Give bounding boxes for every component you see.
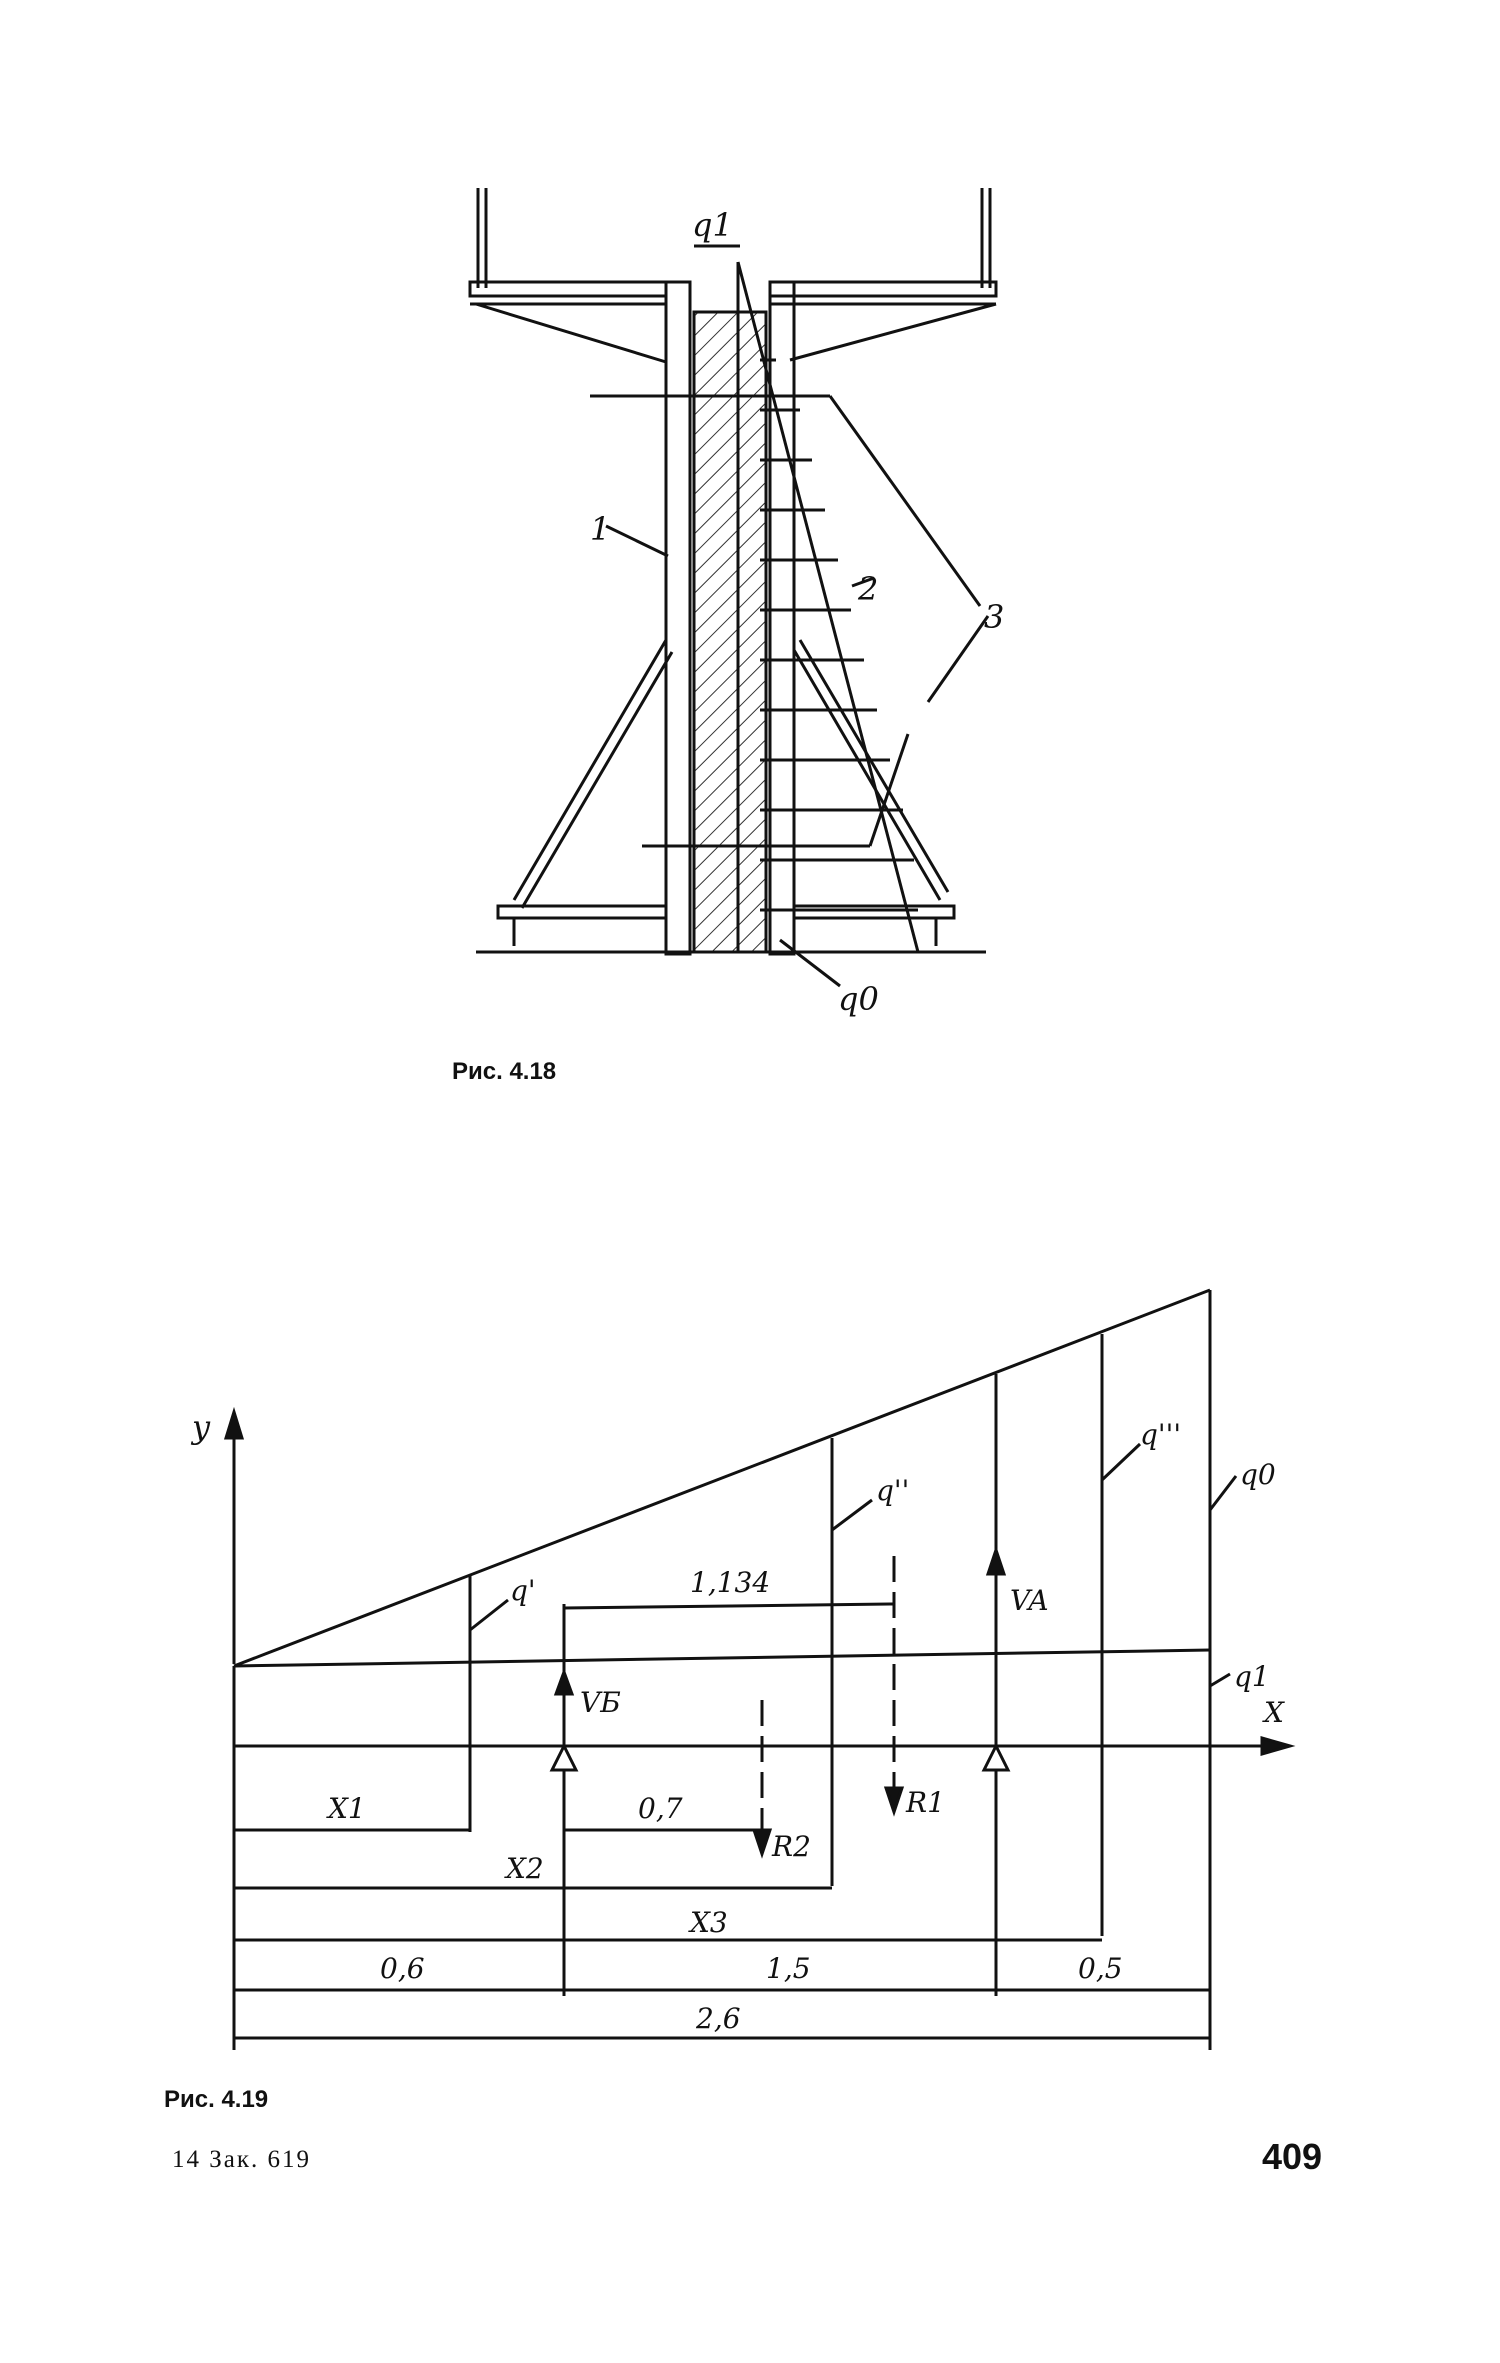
label-q1: q1	[1234, 1660, 1270, 1693]
label-VA: VA	[1010, 1584, 1049, 1617]
dim-0-6: 0,6	[380, 1952, 425, 1985]
dim-0-5: 0,5	[1078, 1952, 1123, 1985]
load-diagram	[223, 1288, 1296, 2050]
label-q0: q0	[1240, 1458, 1276, 1491]
figure-4-19: y X q' q'' q''' q0 q1 VA VБ R1 R2 1,134 …	[190, 1288, 1296, 2050]
label-x: X	[1262, 1696, 1285, 1729]
dim-1-5: 1,5	[766, 1952, 811, 1985]
label-R2: R2	[771, 1830, 811, 1863]
label-VB: VБ	[580, 1686, 621, 1719]
dim-1-134: 1,134	[690, 1566, 770, 1599]
label-q0: q0	[838, 980, 879, 1018]
label-q-prime: q'	[510, 1574, 536, 1607]
footer-order-number: 14 Зак. 619	[172, 2146, 312, 2173]
dim-x1: X1	[326, 1792, 366, 1825]
page-number: 409	[1262, 2136, 1323, 2177]
caption-fig-4-19: Рис. 4.19	[164, 2086, 269, 2113]
label-y: y	[190, 1408, 211, 1446]
label-R1: R1	[905, 1786, 945, 1819]
label-1: 1	[590, 510, 610, 548]
dim-0-7: 0,7	[638, 1792, 683, 1825]
label-q-triple-prime: q'''	[1140, 1418, 1181, 1451]
figure-4-18: q1 1 2 3 q0	[468, 188, 1004, 1018]
label-2: 2	[857, 570, 878, 608]
dim-x2: X2	[504, 1852, 544, 1885]
formwork-drawing	[468, 188, 998, 988]
caption-fig-4-18: Рис. 4.18	[452, 1058, 557, 1085]
label-q1: q1	[692, 206, 733, 244]
dim-x3: X3	[688, 1906, 728, 1939]
dim-2-6: 2,6	[695, 2002, 741, 2035]
label-3: 3	[984, 598, 1004, 636]
label-q-double-prime: q''	[876, 1474, 909, 1507]
